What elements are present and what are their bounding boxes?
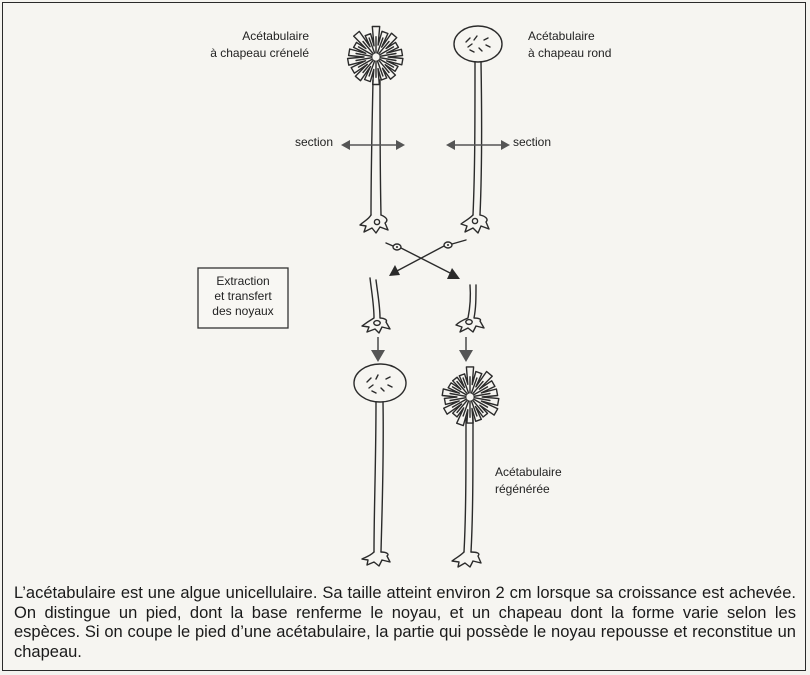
crenelated-cap-ray: [362, 59, 374, 74]
crenelated-cap-ray: [357, 46, 374, 56]
top-right-stalk: [472, 61, 483, 216]
middle-left-nucleus: [373, 319, 381, 327]
down-arrow-right: [459, 337, 473, 362]
middle-right-stub: [455, 284, 485, 333]
top-left-crenelated-cap: [346, 25, 404, 86]
crenelated-cap-ray: [472, 386, 489, 396]
bottom-left-round-cap: [353, 363, 407, 403]
bottom-left-stalk: [373, 401, 384, 553]
top-left-nucleus: [373, 218, 381, 226]
label-section-right: section: [513, 135, 551, 149]
top-right-round-cap: [453, 25, 503, 63]
crenelated-cap-ray: [473, 397, 491, 402]
label-regenerated-1: Acétabulaire: [495, 465, 562, 479]
label-top-right-2: à chapeau rond: [528, 46, 611, 60]
top-right-nucleus: [471, 217, 479, 225]
crenelated-cap-outline: [441, 366, 500, 427]
crenelated-cap-ray: [378, 59, 390, 74]
figure-caption: L’acétabulaire est une algue unicellulai…: [14, 584, 796, 661]
crenelated-cap-ray: [378, 58, 395, 68]
label-top-right-1: Acétabulaire: [528, 29, 595, 43]
bottom-right-foot: [451, 551, 482, 568]
bottom-right-crenelated-cap: [441, 366, 500, 427]
crenelated-cap-ray: [451, 398, 468, 408]
section-arrow-right: [446, 140, 510, 150]
top-right-cap-marks: [465, 35, 491, 53]
crenelated-cap-ray: [362, 40, 374, 55]
top-right-foot: [460, 214, 490, 234]
extraction-line-3: des noyaux: [212, 304, 273, 318]
crenelated-cap-ray: [456, 399, 468, 414]
crenelated-cap-ray: [368, 37, 376, 54]
crenelated-cap-ray: [472, 380, 484, 395]
down-arrow-left: [371, 337, 385, 362]
crenelated-cap-ray: [355, 52, 373, 57]
crenelated-cap-ray: [355, 57, 373, 62]
crenelated-cap-ray: [378, 40, 390, 55]
label-top-left-1: Acétabulaire: [242, 29, 309, 43]
crenelated-cap-ray: [378, 46, 395, 56]
crenelated-cap-ray: [376, 37, 384, 54]
label-section-left: section: [295, 135, 333, 149]
section-arrow-left: [341, 140, 405, 150]
bottom-left-foot: [361, 551, 391, 567]
crenelated-cap-ray: [449, 397, 467, 402]
label-regenerated-2: régénérée: [495, 482, 550, 496]
crenelated-cap-ray: [379, 52, 397, 57]
middle-right-nucleus: [465, 318, 473, 326]
nucleus-transfer-cross: [385, 239, 467, 279]
crenelated-cap-ray: [456, 380, 468, 395]
crenelated-cap-ray: [357, 58, 374, 68]
crenelated-cap-ray: [451, 386, 468, 396]
extraction-line-1: Extraction: [216, 274, 269, 288]
crenelated-cap-ray: [379, 57, 397, 62]
label-top-left-2: à chapeau crénelé: [210, 46, 309, 60]
crenelated-cap-outline: [346, 25, 404, 86]
crenelated-cap-ray: [368, 60, 376, 77]
crenelated-cap-ray: [462, 377, 470, 394]
crenelated-cap-ray: [472, 398, 489, 408]
bottom-right-stalk: [463, 417, 474, 553]
crenelated-cap-ray: [472, 399, 484, 414]
extraction-line-2: et transfert: [214, 289, 272, 303]
extraction-box: [197, 267, 289, 329]
crenelated-cap-ray: [473, 392, 491, 397]
top-left-foot: [359, 214, 389, 234]
crenelated-cap-ray: [470, 377, 478, 394]
crenelated-cap-ray: [462, 400, 470, 417]
middle-left-stub: [361, 277, 391, 334]
crenelated-cap-ray: [376, 60, 384, 77]
bottom-left-cap-marks: [366, 374, 393, 394]
crenelated-cap-ray: [449, 392, 467, 397]
crenelated-cap-ray: [470, 400, 478, 417]
acetabularia-diagram: Extraction et transfert des noyaux Acéta…: [197, 25, 611, 568]
top-left-stalk: [370, 79, 382, 216]
